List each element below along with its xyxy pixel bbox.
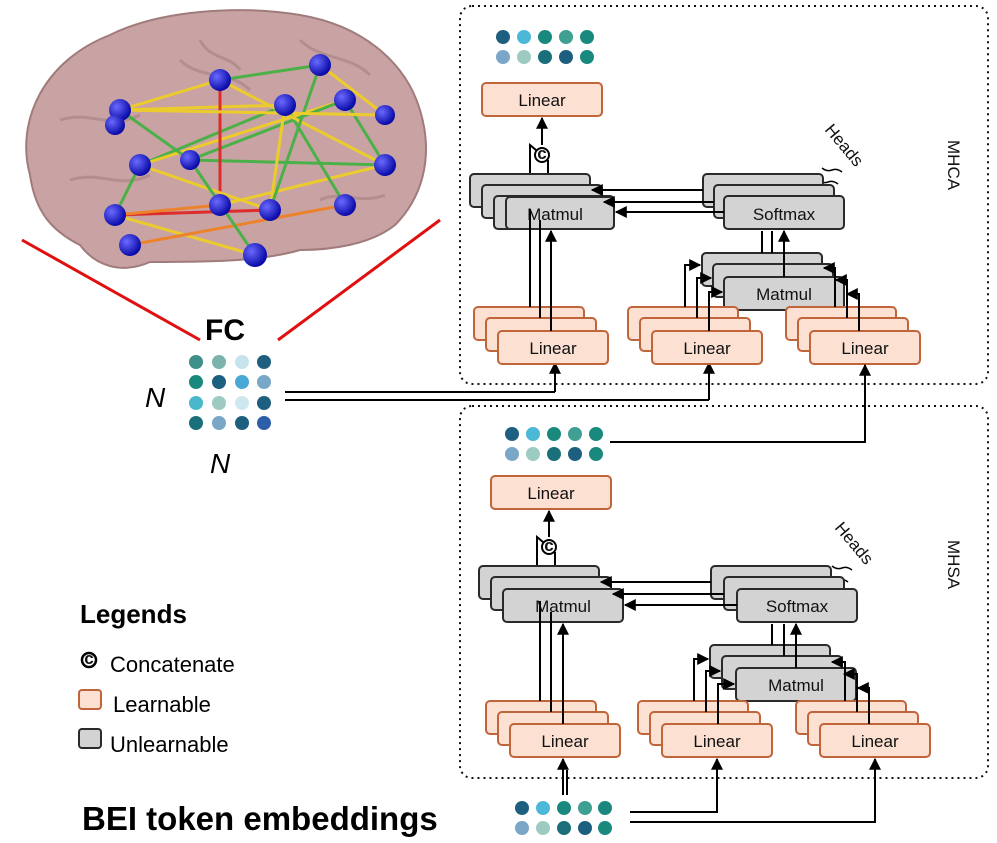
mhsa-heads-label: Heads [831,518,877,568]
mhsa-output-tokens [505,427,603,461]
legend-learnable-swatch [78,689,102,710]
input-connectors [557,757,881,823]
mhsa-linear-q-stack: Linear [637,700,773,758]
fc-rows-label: N [145,382,166,413]
mhca-output-tokens [496,30,594,64]
svg-text:c: c [544,536,553,555]
svg-text:Linear: Linear [851,732,899,751]
mhca-title: MHCA [944,140,963,191]
fc-funnel-right [277,218,441,342]
mhsa-concat-node [541,539,557,555]
svg-text:Linear: Linear [841,339,889,358]
legend: Legends c Concatenate Learnable Unlearna… [78,599,235,757]
svg-text:Linear: Linear [529,339,577,358]
legend-item-concatenate: Concatenate [110,652,235,677]
fc-title: FC [205,314,245,347]
svg-text:Linear: Linear [518,91,566,110]
connectome-edges [113,63,387,257]
legend-concat-icon [80,651,98,669]
svg-text:Matmul: Matmul [756,285,812,304]
mhsa-matmul-stack: Matmul [478,565,624,623]
svg-text:Linear: Linear [527,484,575,503]
svg-text:Softmax: Softmax [753,205,816,224]
svg-text:Linear: Linear [693,732,741,751]
mhca-heads-label: Heads [821,120,867,170]
mhsa-linear-v-stack: Linear [485,700,621,758]
mhca-softmax-stack: Softmax [702,173,845,230]
svg-text:Linear: Linear [541,732,589,751]
svg-text:c: c [537,144,546,163]
mhca-matmul-stack: Matmul [469,173,615,230]
svg-text:Matmul: Matmul [527,205,583,224]
mhsa-output-linear: Linear [490,475,612,510]
svg-text:Softmax: Softmax [766,597,829,616]
svg-text:Matmul: Matmul [768,676,824,695]
mhca-linear-q-stack: Linear [627,306,763,365]
mhsa-inner-matmul-stack: Matmul [709,644,857,702]
legend-unlearnable-swatch [78,728,102,749]
legend-item-unlearnable: Unlearnable [110,732,229,757]
mhca-linear-k-stack: Linear [785,306,921,365]
mhca-block: MHCA Heads Linear c Matmul [459,5,989,385]
connectome-nodes [104,54,396,267]
svg-text:Linear: Linear [683,339,731,358]
mhsa-linear-k-stack: Linear [795,700,931,758]
input-label: BEI token embeddings [82,800,438,837]
mhsa-softmax-stack: Softmax [710,565,858,623]
mhsa-to-mhca-connector [610,363,871,443]
svg-text:Matmul: Matmul [535,597,591,616]
fc-matrix [189,355,271,430]
mhca-output-linear: Linear [481,82,603,117]
legend-item-learnable: Learnable [113,692,211,717]
fc-cols-label: N [210,448,231,479]
svg-text:c: c [84,649,93,668]
mhsa-block: MHSA Heads Linear c Matmul Softmax [459,405,989,779]
input-tokens [515,801,612,835]
brain-connectome-image [25,9,427,269]
fc-funnel-left [21,238,201,342]
mhca-inner-matmul-stack: Matmul [701,252,845,311]
legend-title: Legends [80,599,187,629]
mhsa-title: MHSA [944,540,963,590]
fc-to-mhca-connector [285,361,715,401]
mhca-concat-node [534,147,550,163]
